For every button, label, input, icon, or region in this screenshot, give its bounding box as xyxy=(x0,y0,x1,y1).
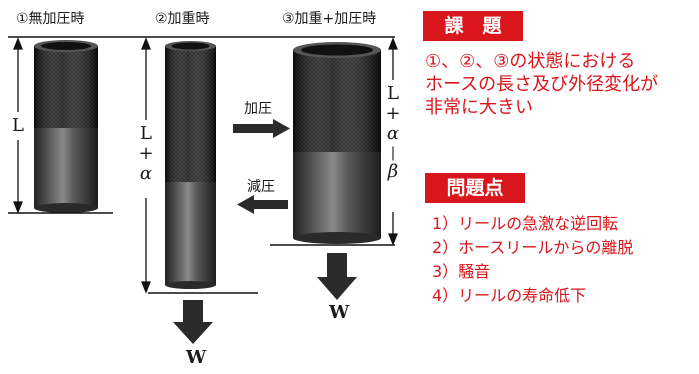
dimension-label-2: L + α xyxy=(136,124,156,184)
problem-item: 2）ホースリールからの離脱 xyxy=(432,238,634,257)
dimension-arrow-2 xyxy=(141,37,151,294)
issue-line: ホースの長さ及び外径変化が xyxy=(425,74,659,95)
depressurize-arrow xyxy=(237,195,288,214)
state-label-2: ②加重時 xyxy=(155,11,210,27)
problem-item: 3）騒音 xyxy=(432,262,491,281)
issue-description: ①、②、③の状態における ホースの長さ及び外径変化が 非常に大きい xyxy=(425,50,697,119)
problem-item: 4）リールの寿命低下 xyxy=(432,286,587,305)
reference-lines xyxy=(8,36,395,294)
weight-arrow-2 xyxy=(173,300,213,344)
pressurize-arrow xyxy=(233,119,290,138)
issue-line: ①、②、③の状態における xyxy=(425,51,636,72)
depressurize-label: 減圧 xyxy=(247,179,275,195)
weight-arrow-3 xyxy=(317,253,357,300)
hose-1-no-pressure xyxy=(34,40,98,213)
weight-label-2: W xyxy=(186,347,207,368)
dimension-arrow-3 xyxy=(388,37,398,246)
issue-line: 非常に大きい xyxy=(425,97,533,118)
problems-title-banner: 問題点 xyxy=(425,173,525,203)
dimension-label-1: L xyxy=(10,116,26,136)
state-label-3: ③加重+加圧時 xyxy=(282,11,377,27)
dimension-arrow-1 xyxy=(13,37,23,214)
problems-list: 1）リールの急激な逆回転 2）ホースリールからの離脱 3）騒音 4）リールの寿命… xyxy=(432,212,694,308)
dimension-label-3: L + α | β xyxy=(383,84,403,182)
weight-label-3: W xyxy=(329,302,350,323)
hose-2-loaded xyxy=(165,41,216,289)
state-label-1: ①無加圧時 xyxy=(16,11,85,27)
issue-title-banner: 課 題 xyxy=(423,11,523,41)
pressurize-label: 加圧 xyxy=(244,101,272,117)
problem-item: 1）リールの急激な逆回転 xyxy=(432,214,619,233)
hose-3-loaded-pressurized xyxy=(293,42,381,244)
